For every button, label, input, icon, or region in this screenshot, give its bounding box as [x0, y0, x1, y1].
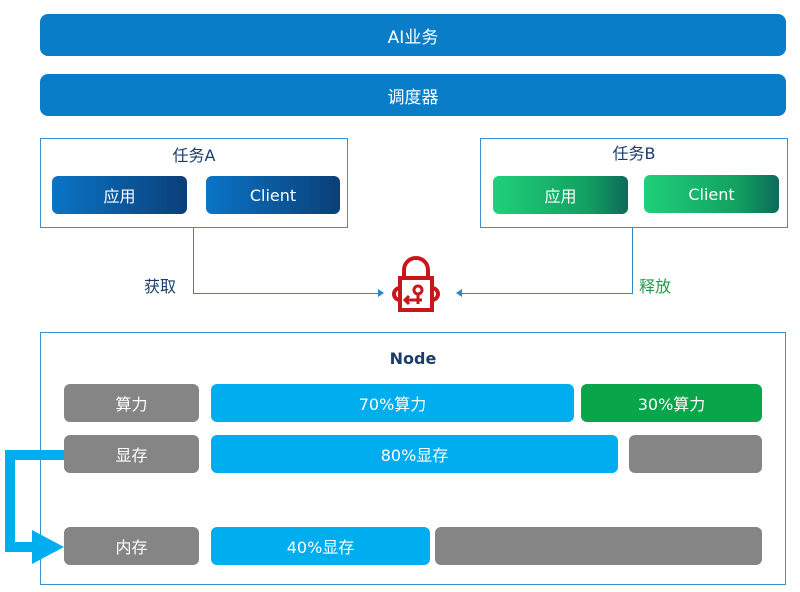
- release-line-h: [462, 293, 633, 294]
- vram-80-segment: 80%显存: [211, 435, 618, 473]
- task-b-title: 任务B: [612, 144, 656, 163]
- task-a-client: Client: [206, 176, 340, 214]
- lock-icon: [392, 256, 440, 312]
- swap-arrow-icon: [5, 450, 64, 564]
- task-a-app: 应用: [52, 176, 187, 214]
- compute-label: 算力: [64, 384, 199, 422]
- memory-40-segment: 40%显存: [211, 527, 430, 565]
- task-b-client: Client: [644, 175, 779, 213]
- release-label: 释放: [638, 277, 671, 296]
- ai-business-bar: AI业务: [40, 14, 786, 56]
- compute-70-segment: 70%算力: [211, 384, 574, 422]
- acquire-line: [193, 228, 194, 293]
- release-arrowhead: [456, 289, 462, 297]
- acquire-label: 获取: [143, 277, 176, 296]
- vram-label: 显存: [64, 435, 199, 473]
- acquire-arrowhead: [378, 289, 384, 297]
- release-line: [632, 228, 633, 293]
- task-a-title: 任务A: [172, 146, 216, 165]
- vram-free-segment: [629, 435, 762, 473]
- task-b-app: 应用: [493, 176, 628, 214]
- acquire-line-h: [193, 293, 379, 294]
- compute-30-segment: 30%算力: [581, 384, 762, 422]
- scheduler-bar: 调度器: [40, 74, 786, 116]
- memory-free-segment: [435, 527, 762, 565]
- memory-label: 内存: [64, 527, 199, 565]
- node-title: Node: [389, 348, 437, 368]
